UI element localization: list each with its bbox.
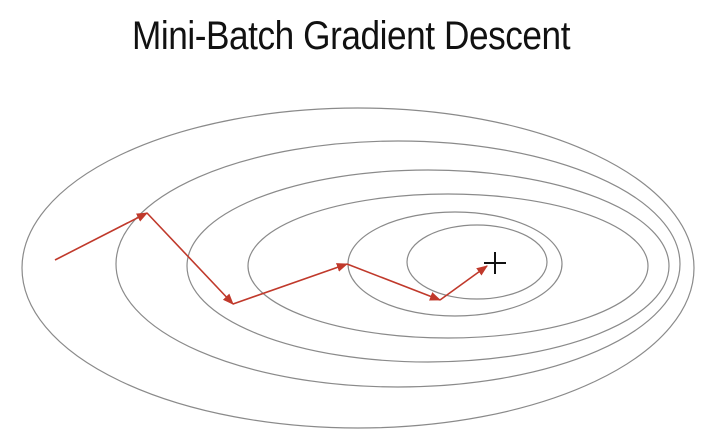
contour-ring-2 bbox=[115, 140, 681, 388]
contour-ring-1 bbox=[21, 107, 695, 429]
descent-path bbox=[54, 212, 488, 305]
contour-ring-5 bbox=[347, 211, 563, 317]
contour-ring-6 bbox=[406, 224, 548, 300]
path-step-3 bbox=[232, 263, 349, 305]
path-step-1 bbox=[54, 212, 148, 261]
path-step-2 bbox=[146, 212, 234, 305]
minimum-marker bbox=[484, 252, 506, 274]
contour-group bbox=[21, 107, 695, 429]
path-step-4 bbox=[346, 263, 442, 301]
contour-ring-4 bbox=[247, 193, 649, 339]
path-step-5 bbox=[439, 265, 488, 301]
contour-ring-3 bbox=[186, 169, 670, 363]
page-title: Mini-Batch Gradient Descent bbox=[131, 14, 571, 58]
